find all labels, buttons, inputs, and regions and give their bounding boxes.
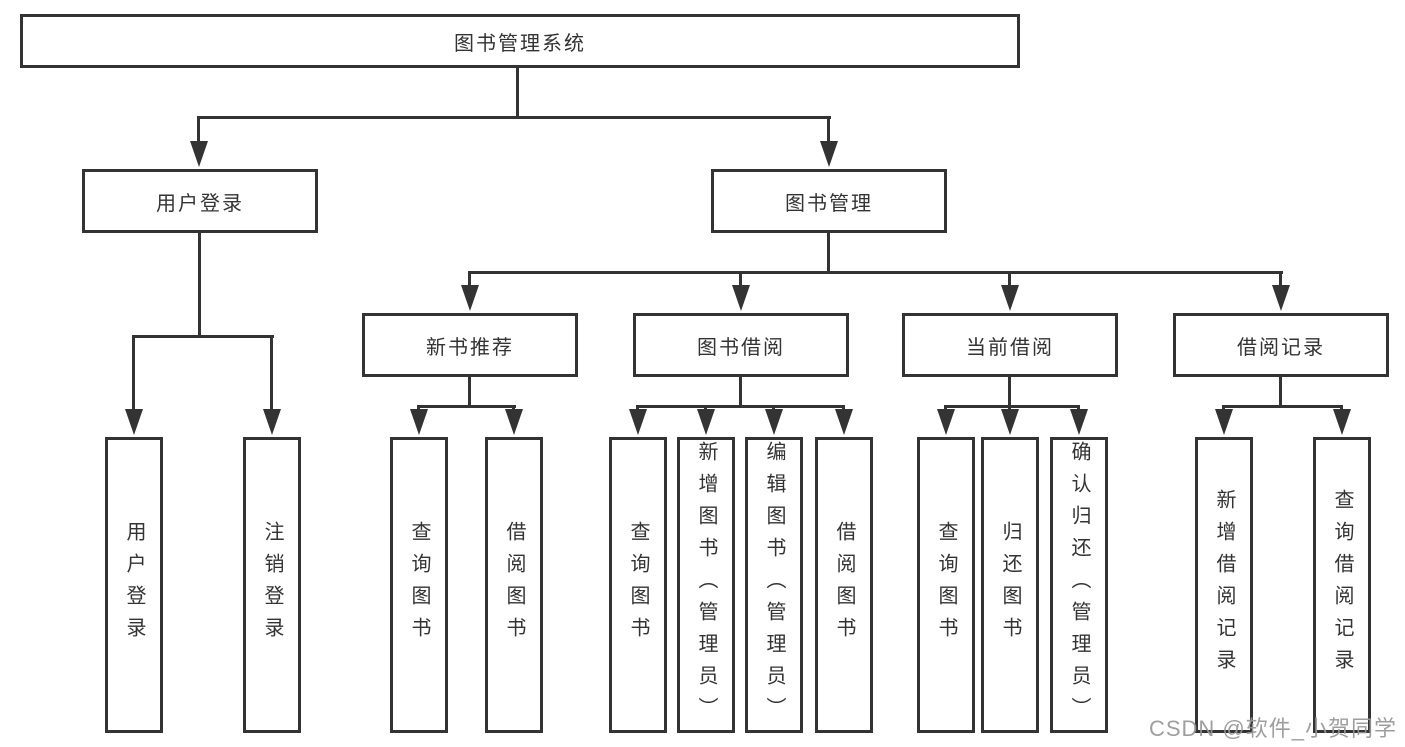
- arrow-to-book-management-icon: [820, 141, 838, 167]
- arrow-to-leaf-user-login-icon: [125, 409, 143, 435]
- arrow-to-br-query-icon: [1333, 409, 1351, 435]
- edge-to-user-login: [197, 116, 200, 145]
- edge-level2-split: [198, 116, 831, 119]
- leaf-cb-query-books-label: 查询图书: [935, 521, 957, 649]
- leaf-cb-confirm-return: 确认归还（管理员）: [1050, 437, 1108, 733]
- node-borrowing-records: 借阅记录: [1173, 313, 1389, 377]
- leaf-cb-confirm-return-label: 确认归还（管理员）: [1068, 441, 1090, 729]
- leaf-br-add-record: 新增借阅记录: [1195, 437, 1253, 733]
- leaf-logout: 注销登录: [243, 437, 301, 733]
- edge-book-borrowing-drop: [739, 377, 742, 407]
- leaf-br-add-record-label: 新增借阅记录: [1213, 489, 1235, 681]
- edge-new-book-recommend-drop: [468, 377, 471, 407]
- leaf-nb-borrow-books-label: 借阅图书: [503, 521, 525, 649]
- leaf-bb-borrow-books: 借阅图书: [815, 437, 873, 733]
- edge-book-management-drop: [827, 233, 830, 273]
- arrow-to-borrowing-records-icon: [1272, 285, 1290, 311]
- node-new-book-recommend: 新书推荐: [362, 313, 578, 377]
- node-borrowing-records-label: 借阅记录: [1237, 336, 1325, 359]
- arrow-to-br-add-icon: [1215, 409, 1233, 435]
- edge-to-new-book-recommend: [468, 271, 471, 289]
- arrow-to-bb-add-icon: [697, 409, 715, 435]
- csdn-watermark: CSDN @软件_小贺同学: [1148, 716, 1397, 741]
- leaf-bb-add-books: 新增图书（管理员）: [677, 437, 735, 733]
- arrow-to-cb-confirm-icon: [1070, 409, 1088, 435]
- arrow-to-nb-borrow-icon: [505, 409, 523, 435]
- node-book-management-label: 图书管理: [785, 192, 873, 215]
- node-book-management: 图书管理: [711, 169, 947, 233]
- leaf-nb-borrow-books: 借阅图书: [485, 437, 543, 733]
- edge-to-leaf-logout: [270, 335, 273, 412]
- arrow-to-bb-borrow-icon: [835, 409, 853, 435]
- edge-to-book-borrowing: [739, 271, 742, 289]
- leaf-bb-edit-books: 编辑图书（管理员）: [745, 437, 803, 733]
- arrow-to-bb-edit-icon: [765, 409, 783, 435]
- leaf-cb-query-books: 查询图书: [917, 437, 975, 733]
- arrow-to-nb-query-icon: [410, 409, 428, 435]
- node-current-borrowing: 当前借阅: [902, 313, 1118, 377]
- leaf-bb-query-books: 查询图书: [609, 437, 667, 733]
- edge-to-current-borrowing: [1008, 271, 1011, 289]
- edge-level3-split: [468, 271, 1283, 274]
- leaf-cb-return-books-label: 归还图书: [999, 521, 1021, 649]
- leaf-bb-add-books-label: 新增图书（管理员）: [695, 441, 717, 729]
- node-library-system: 图书管理系统: [20, 14, 1020, 68]
- node-current-borrowing-label: 当前借阅: [966, 336, 1054, 359]
- leaf-nb-query-books-label: 查询图书: [408, 521, 430, 649]
- leaf-user-login: 用户登录: [105, 437, 163, 733]
- arrow-to-current-borrowing-icon: [1001, 285, 1019, 311]
- node-book-borrowing-label: 图书借阅: [697, 336, 785, 359]
- edge-to-book-management: [827, 116, 830, 145]
- edge-borrowing-records-drop: [1279, 377, 1282, 407]
- leaf-logout-label: 注销登录: [261, 521, 283, 649]
- arrow-to-cb-return-icon: [1001, 409, 1019, 435]
- node-new-book-recommend-label: 新书推荐: [426, 336, 514, 359]
- leaf-bb-query-books-label: 查询图书: [627, 521, 649, 649]
- arrow-to-user-login-icon: [190, 141, 208, 167]
- edge-current-borrowing-drop: [1008, 377, 1011, 407]
- node-book-borrowing: 图书借阅: [633, 313, 849, 377]
- node-user-login: 用户登录: [82, 169, 318, 233]
- edge-current-borrowing-leaf-split: [944, 405, 1080, 408]
- edge-new-book-leaf-split: [417, 405, 516, 408]
- arrow-to-new-book-recommend-icon: [461, 285, 479, 311]
- arrow-to-book-borrowing-icon: [732, 285, 750, 311]
- leaf-br-query-record: 查询借阅记录: [1313, 437, 1371, 733]
- leaf-br-query-record-label: 查询借阅记录: [1331, 489, 1353, 681]
- arrow-to-cb-query-icon: [937, 409, 955, 435]
- node-user-login-label: 用户登录: [156, 192, 244, 215]
- edge-borrowing-records-leaf-split: [1222, 405, 1343, 408]
- node-library-system-label: 图书管理系统: [454, 32, 586, 55]
- arrow-to-bb-query-icon: [629, 409, 647, 435]
- leaf-user-login-label: 用户登录: [123, 521, 145, 649]
- leaf-bb-edit-books-label: 编辑图书（管理员）: [763, 441, 785, 729]
- leaf-cb-return-books: 归还图书: [981, 437, 1039, 733]
- edge-to-leaf-user-login: [132, 335, 135, 412]
- edge-root-drop: [516, 68, 519, 118]
- leaf-nb-query-books: 查询图书: [390, 437, 448, 733]
- edge-book-borrowing-leaf-split: [636, 405, 845, 408]
- edge-to-borrowing-records: [1279, 271, 1282, 289]
- arrow-to-leaf-logout-icon: [263, 409, 281, 435]
- edge-user-login-split: [132, 335, 274, 338]
- edge-user-login-drop: [198, 233, 201, 337]
- leaf-bb-borrow-books-label: 借阅图书: [833, 521, 855, 649]
